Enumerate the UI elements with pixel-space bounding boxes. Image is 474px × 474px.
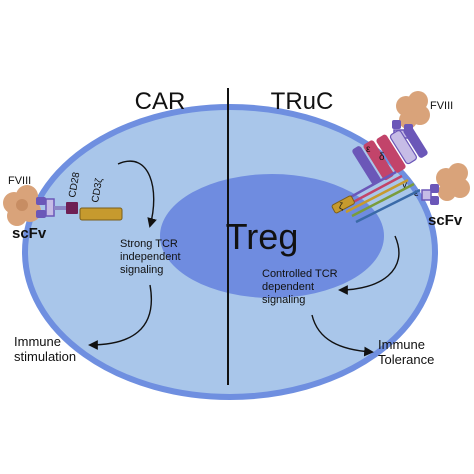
strong-signal-arrow xyxy=(117,160,157,228)
car-hinge xyxy=(54,206,66,210)
subunit-epsilon-1: ε xyxy=(366,144,371,155)
cd3z-domain xyxy=(79,207,123,221)
immune-stimulation-text: Immune stimulation xyxy=(14,334,76,364)
fviii-antigen-right xyxy=(396,91,430,129)
fviii-label-right: FVIII xyxy=(430,100,453,112)
subunit-gamma: γ xyxy=(402,180,407,191)
subunit-epsilon-2: ε xyxy=(414,188,419,199)
truc-title: TRuC xyxy=(271,88,334,115)
scfv-label-right: scFv xyxy=(428,212,463,229)
fviii-label-left: FVIII xyxy=(8,175,31,187)
strong-tcr-text: Strong TCR independent signaling xyxy=(120,238,184,276)
car-title: CAR xyxy=(135,88,186,115)
controlled-tcr-text: Controlled TCR dependent signaling xyxy=(262,268,341,306)
cd3z-label: CD3ζ xyxy=(90,177,105,204)
scfv-right-lower xyxy=(421,184,439,205)
cd28-label: CD28 xyxy=(67,171,82,199)
subunit-delta: δ xyxy=(379,152,385,163)
stimulation-arrow xyxy=(88,284,153,350)
fviii-antigen-right-lower xyxy=(436,163,470,201)
fviii-antigen-left xyxy=(3,185,41,226)
controlled-signal-arrow xyxy=(338,235,400,295)
subunit-zeta: ζ xyxy=(339,201,343,211)
zeta-chain xyxy=(331,195,355,214)
tolerance-arrow xyxy=(311,314,374,357)
immune-tolerance-text: Immune Tolerance xyxy=(378,337,434,367)
tcr-complex xyxy=(352,125,428,185)
cd28-domain xyxy=(66,202,78,214)
scfv-label-left: scFv xyxy=(12,225,47,242)
nucleus xyxy=(160,174,384,298)
treg-label: Treg xyxy=(226,216,299,257)
